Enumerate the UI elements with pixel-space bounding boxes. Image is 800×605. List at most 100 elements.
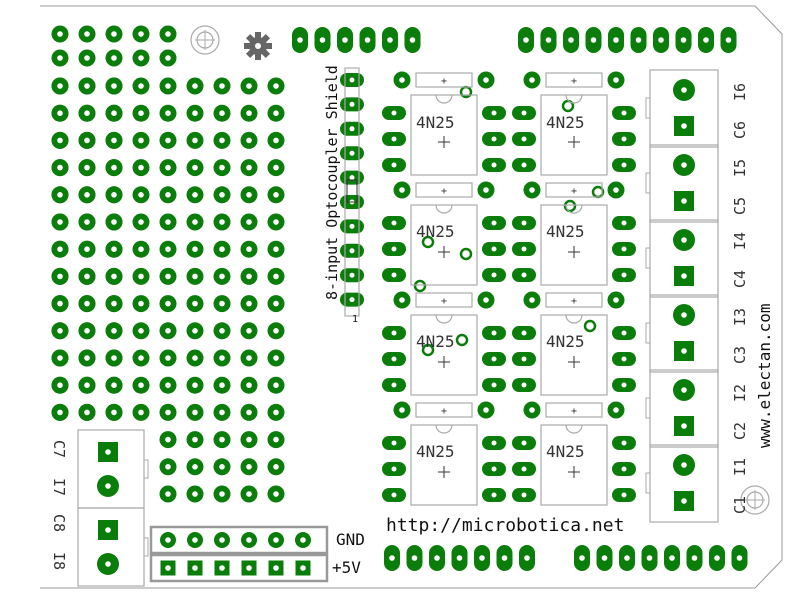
oblong-pad-hole <box>391 110 397 116</box>
pin1-marker: 1 <box>352 314 358 325</box>
via-hole <box>57 83 63 89</box>
chip-8-label: 4N25 <box>546 442 585 461</box>
term-label-i8: I8 <box>50 552 68 570</box>
resistor-outline <box>415 292 473 308</box>
test-via <box>421 235 435 249</box>
chip-7-label: 4N25 <box>416 442 455 461</box>
resistor-outline <box>545 72 603 88</box>
header-pad-hole <box>297 37 303 43</box>
via-hole <box>138 31 144 37</box>
via-hole <box>138 55 144 61</box>
chip-notch <box>435 314 453 324</box>
chip-3-label: 4N25 <box>416 222 455 241</box>
via-hole <box>84 137 90 144</box>
oblong-pad-hole <box>621 136 627 142</box>
square-pad-hole <box>165 565 171 571</box>
via-hole <box>219 355 225 361</box>
terminal-tab <box>645 397 651 419</box>
terminal-tab <box>143 459 149 479</box>
via-hole <box>219 409 225 416</box>
oblong-pad-hole <box>391 356 397 362</box>
via-hole <box>613 407 619 413</box>
via-hole <box>84 382 90 389</box>
header-pad-hole <box>409 37 416 43</box>
resistor-plus: + <box>571 406 577 417</box>
oblong-pad-hole <box>349 175 355 181</box>
via-hole <box>192 328 198 334</box>
term-label-i3: I3 <box>731 308 749 326</box>
via-hole <box>57 110 63 116</box>
via-hole <box>681 312 687 318</box>
square-pad-hole <box>192 565 198 571</box>
chip-notch <box>565 314 583 324</box>
resistor-plus: + <box>441 406 447 417</box>
resistor-marker <box>346 179 358 203</box>
header-pad-hole <box>635 37 642 43</box>
term-label-c3: C3 <box>731 346 749 364</box>
square-pad-hole <box>681 123 687 129</box>
chip-notch <box>435 94 453 104</box>
header-pad-hole <box>456 555 463 561</box>
via-hole <box>246 464 252 470</box>
oblong-pad-hole <box>491 110 497 116</box>
oblong-pad-hole <box>521 440 527 446</box>
square-pad-hole <box>246 565 252 571</box>
via-hole <box>165 273 171 280</box>
resistor-outline <box>415 182 473 198</box>
via-hole <box>165 300 171 307</box>
chip-1-label: 4N25 <box>416 113 455 132</box>
via-hole <box>246 409 252 416</box>
oblong-pad-hole <box>621 330 627 336</box>
via-hole <box>111 328 117 334</box>
via-hole <box>529 297 535 303</box>
via-hole <box>246 110 252 116</box>
via-hole <box>246 137 252 144</box>
via-hole <box>111 83 117 89</box>
via-hole <box>138 192 144 198</box>
via-hole <box>246 537 252 543</box>
via-hole <box>399 187 405 193</box>
url-side: www.electan.com <box>755 304 774 449</box>
terminal-tab <box>645 172 651 194</box>
via-hole <box>192 246 198 252</box>
square-pad-hole <box>681 423 687 429</box>
via-hole <box>165 537 171 543</box>
header-outline <box>344 67 360 317</box>
chip-outline <box>410 314 478 396</box>
via-hole <box>84 328 90 334</box>
oblong-pad-hole <box>521 330 527 336</box>
oblong-pad-hole <box>491 356 497 362</box>
chip-6-label: 4N25 <box>546 332 585 351</box>
via-hole <box>273 164 279 171</box>
header-pad-hole <box>524 555 530 561</box>
via-hole <box>681 462 687 468</box>
chip-outline <box>410 204 478 286</box>
header-pad-hole <box>364 37 371 43</box>
header-pad-hole <box>579 555 585 561</box>
via-hole <box>84 110 90 116</box>
oblong-pad-hole <box>349 272 355 278</box>
via-hole <box>219 491 225 497</box>
via-hole <box>192 83 198 89</box>
via-hole <box>483 297 489 303</box>
board-title: 8-input Optocoupler Shield <box>323 65 341 300</box>
header-pad-hole <box>342 37 348 43</box>
header-pad-hole <box>545 37 552 43</box>
terminal-tab <box>143 537 149 557</box>
via-hole <box>111 355 117 361</box>
via-hole <box>84 83 90 89</box>
via-hole <box>111 164 117 171</box>
test-via <box>563 199 577 213</box>
via-hole <box>273 355 279 361</box>
oblong-pad-hole <box>349 297 355 303</box>
oblong-pad-hole <box>521 356 527 362</box>
via-hole <box>84 192 90 198</box>
board-outline <box>40 5 783 589</box>
oblong-pad-hole <box>391 466 397 472</box>
test-via <box>583 319 597 333</box>
oblong-pad-hole <box>521 162 527 168</box>
oblong-pad-hole <box>349 101 355 107</box>
via-hole <box>681 237 687 243</box>
oblong-pad-hole <box>621 272 627 278</box>
via-hole <box>165 110 171 116</box>
